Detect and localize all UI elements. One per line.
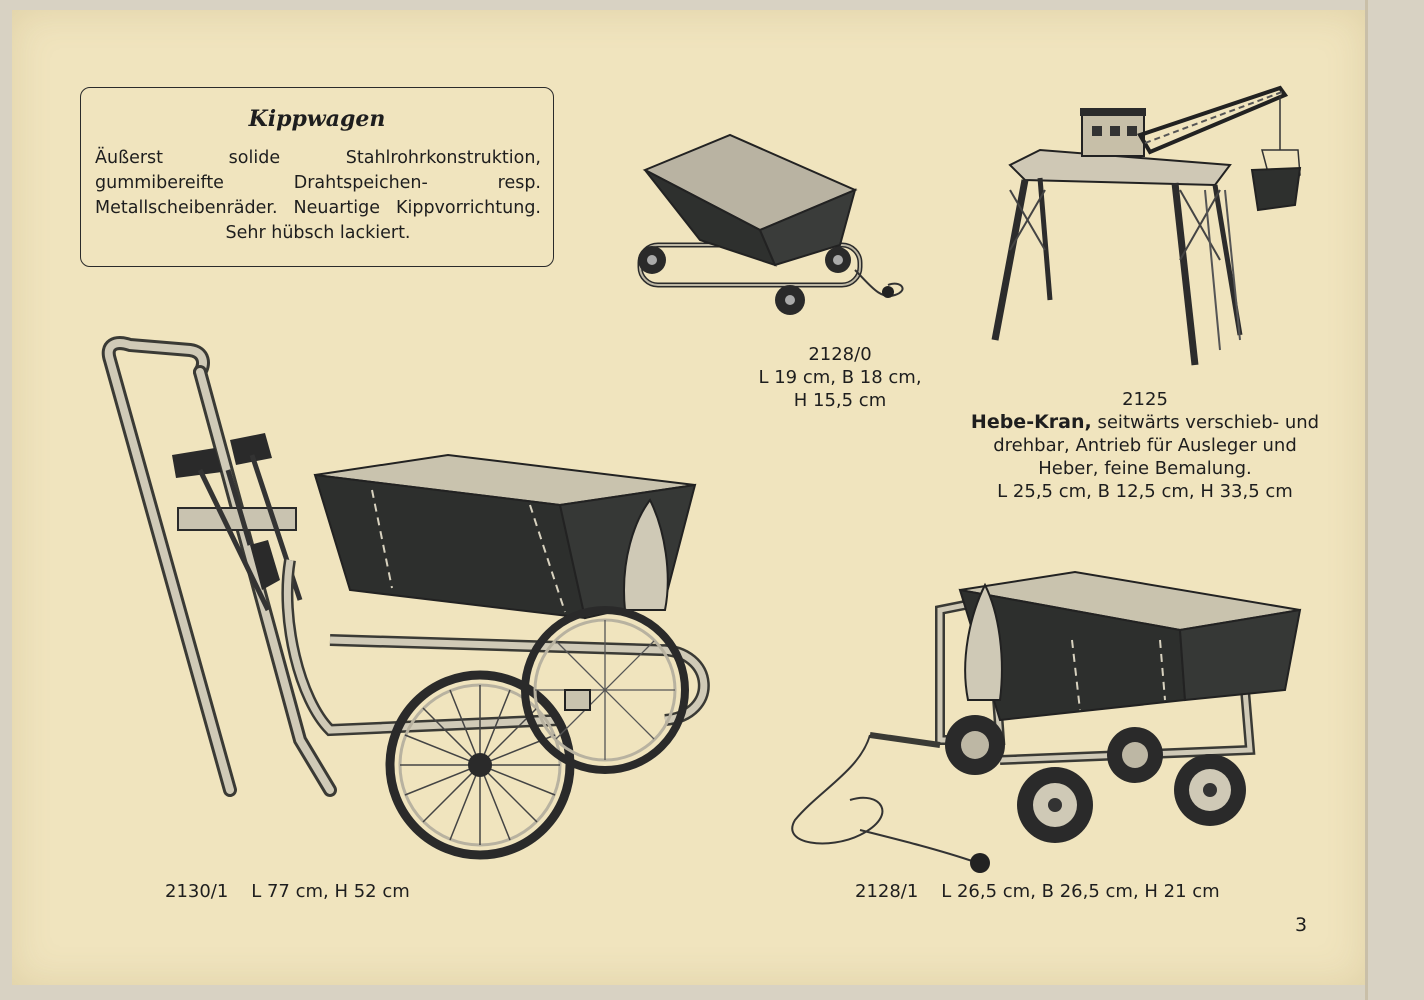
four-wheel-cart-dims: L 26,5 cm, B 26,5 cm, H 21 cm	[941, 881, 1220, 902]
small-cart-code: 2128/0	[808, 344, 872, 365]
page-edge	[1365, 0, 1368, 1000]
hand-cart-caption: 2130/1 L 77 cm, H 52 cm	[165, 880, 425, 903]
crane-code: 2125	[1122, 389, 1168, 410]
crane-desc-line2: drehbar, Antrieb für Ausleger und	[993, 435, 1297, 456]
small-cart-illustration	[637, 133, 904, 315]
crane-caption: 2125 Hebe-Kran, seitwärts verschieb- und…	[960, 388, 1330, 503]
hand-cart-illustration	[101, 336, 710, 860]
info-box-title: Kippwagen	[248, 106, 386, 132]
small-cart-dims-line1: L 19 cm, B 18 cm,	[758, 367, 922, 388]
small-cart-caption: 2128/0 L 19 cm, B 18 cm, H 15,5 cm	[740, 343, 940, 412]
small-cart-dims-line2: H 15,5 cm	[793, 390, 887, 411]
four-wheel-cart-code: 2128/1	[855, 881, 919, 902]
four-wheel-cart-illustration	[791, 570, 1302, 873]
crane-desc-line3: Heber, feine Bemalung.	[1038, 458, 1252, 479]
hand-cart-dims: L 77 cm, H 52 cm	[251, 881, 410, 902]
page-number: 3	[1295, 914, 1308, 936]
hand-cart-code: 2130/1	[165, 881, 229, 902]
crane-dims: L 25,5 cm, B 12,5 cm, H 33,5 cm	[997, 481, 1293, 502]
product-info-box: Kippwagen Äußerst solide Stahlrohrkonstr…	[80, 87, 554, 267]
four-wheel-cart-caption: 2128/1 L 26,5 cm, B 26,5 cm, H 21 cm	[855, 880, 1235, 903]
crane-illustration	[991, 85, 1302, 366]
crane-desc-line1: seitwärts verschieb- und	[1097, 412, 1320, 433]
crane-name: Hebe-Kran,	[970, 411, 1092, 433]
info-box-description: Äußerst solide Stahlrohrkonstruktion, gu…	[95, 148, 541, 243]
